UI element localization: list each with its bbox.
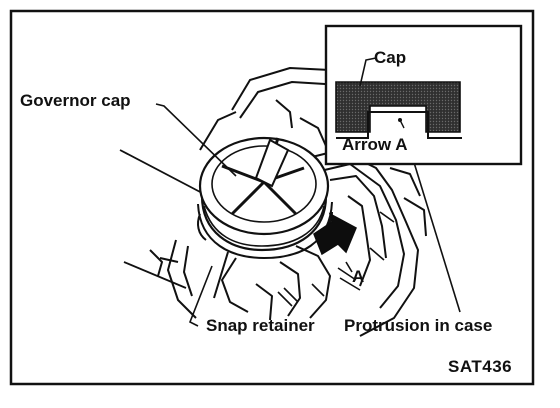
inset-case-profile: [336, 111, 462, 139]
figure-code: SAT436: [448, 357, 513, 376]
label-cap: Cap: [374, 48, 407, 67]
arrow-a-marker: [313, 212, 357, 256]
label-arrow-a: Arrow A: [342, 135, 408, 154]
label-protrusion-in-case: Protrusion in case: [344, 316, 493, 335]
inset-detail-box: [324, 24, 523, 166]
inset-cap-leader: [359, 57, 377, 87]
label-a: A: [352, 267, 365, 286]
governor-cap: [197, 136, 333, 260]
case-hatching: [277, 211, 395, 307]
arrow-a-leader: [345, 261, 353, 273]
label-snap-retainer: Snap retainer: [206, 316, 315, 335]
label-leaders: [155, 103, 461, 327]
background-edges: [119, 149, 205, 289]
label-governor-cap: Governor cap: [20, 91, 131, 110]
governor-cap-center: [254, 138, 290, 188]
